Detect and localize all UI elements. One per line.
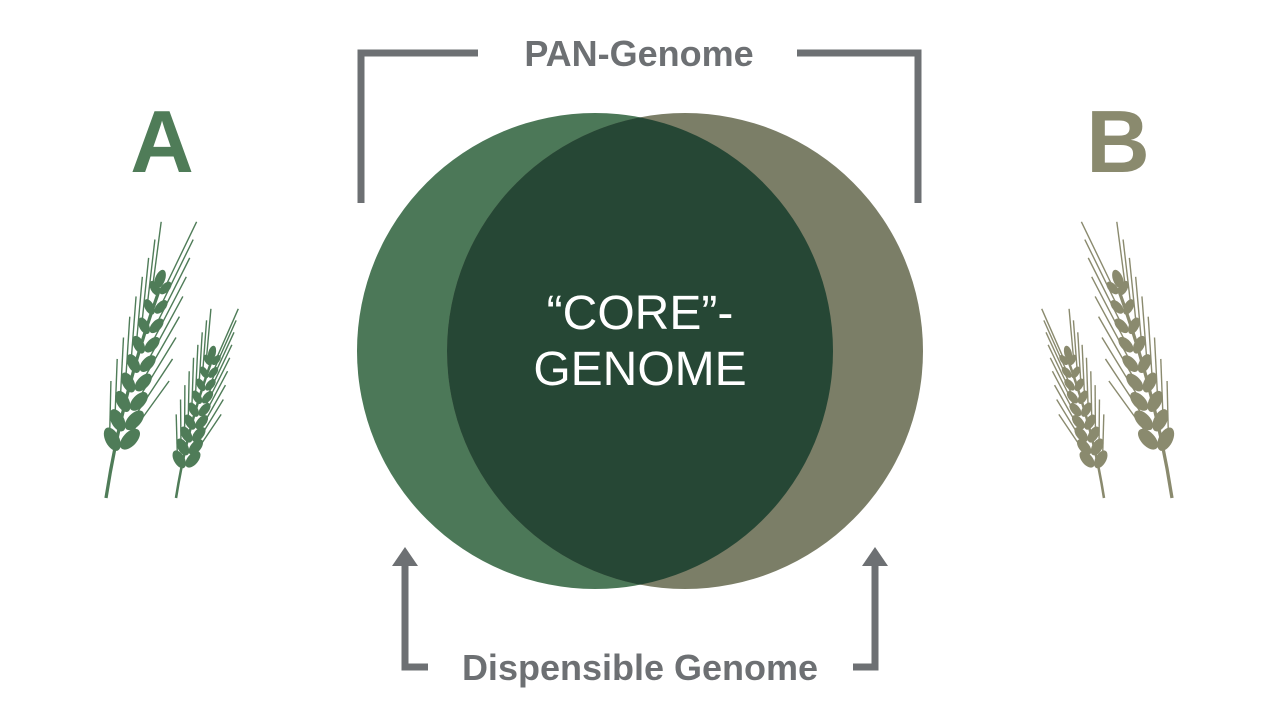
- arrow-up-icon: [862, 547, 888, 566]
- core-genome-label-line1: “CORE”-: [547, 287, 734, 340]
- variety-a-label: A: [130, 92, 194, 191]
- dispensible-arrow-left-line: [401, 566, 428, 671]
- arrow-up-icon: [392, 547, 418, 566]
- dispensible-arrow-right-line: [853, 566, 879, 671]
- variety-b-label: B: [1086, 92, 1150, 191]
- dispensible-genome-label: Dispensible Genome: [462, 647, 818, 688]
- wheat-icon: [103, 221, 239, 499]
- pan-genome-label: PAN-Genome: [524, 33, 753, 74]
- pan-genome-bracket-right: [797, 49, 922, 203]
- pan-genome-bracket-left: [357, 49, 478, 203]
- wheat-icon: [1041, 221, 1175, 499]
- core-genome-label-line2: GENOME: [533, 343, 746, 396]
